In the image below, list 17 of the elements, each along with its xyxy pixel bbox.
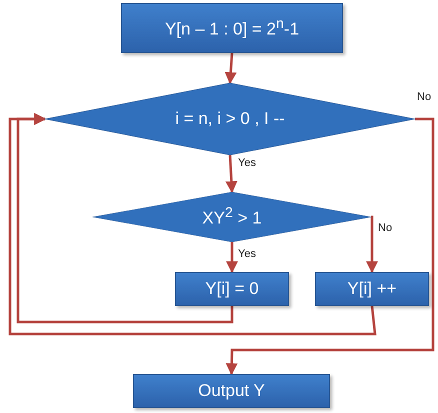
arrow: [366, 216, 378, 274]
process-box: [133, 374, 330, 408]
node-text: Y[n – 1 : 0] = 2$^{n}$-1: [164, 16, 300, 40]
arrow: [226, 242, 238, 274]
process-box: [175, 272, 289, 306]
node-text: i = n, i > 0 , I --: [175, 109, 285, 129]
arrow: [226, 118, 434, 376]
node-text: Y[i] = 0: [205, 279, 259, 299]
arrow: [224, 52, 237, 84]
process-box: [315, 272, 429, 306]
node-text: Y[i] ++: [347, 279, 397, 299]
process-box: [121, 3, 343, 53]
arrow: [225, 154, 238, 194]
node-text: XY$^{2}$ > 1: [202, 205, 262, 229]
decision-diamond: [93, 192, 371, 242]
node-text: Output Y: [198, 381, 265, 401]
arrow: [8, 113, 376, 336]
